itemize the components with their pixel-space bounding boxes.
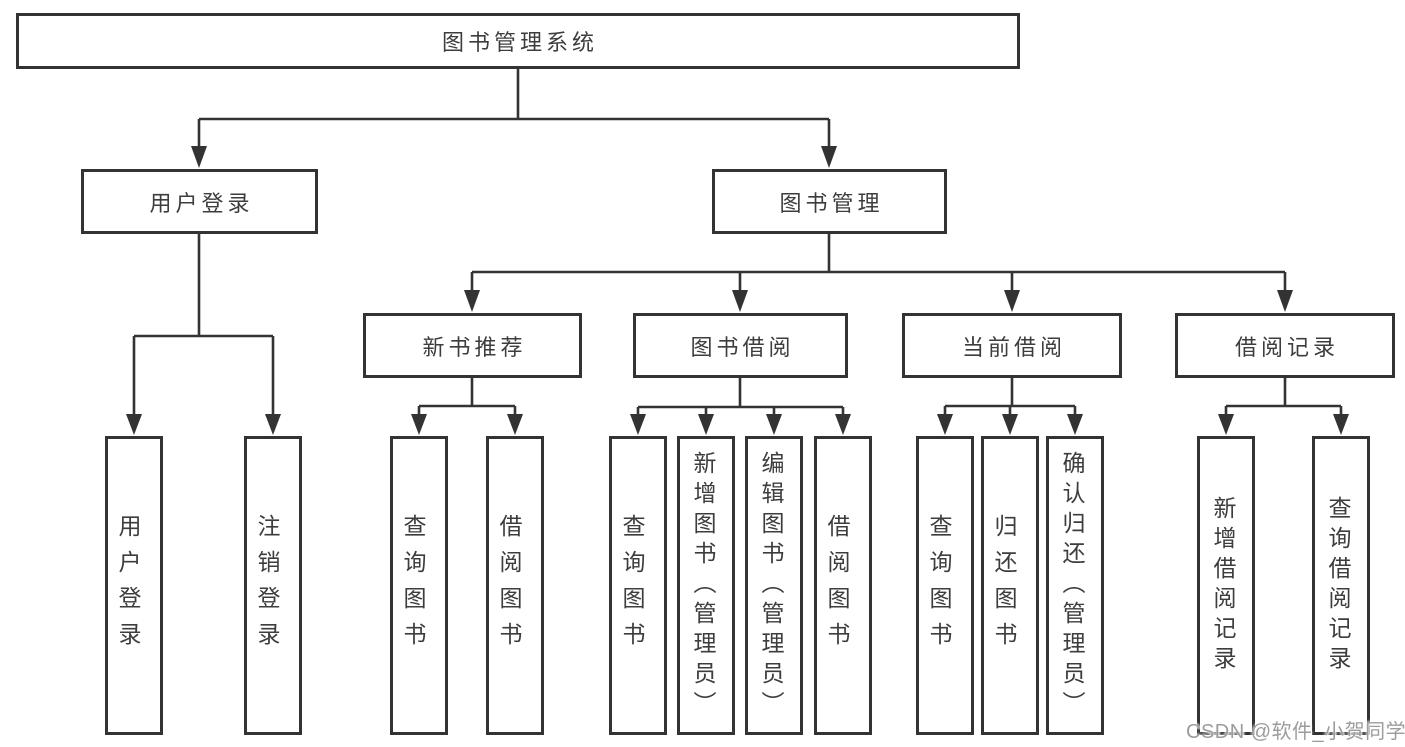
leaf-return-book: 归还图书	[981, 436, 1039, 735]
node-current-borrow: 当前借阅	[902, 313, 1122, 378]
leaf-borrow-book: 借阅图书	[814, 436, 872, 735]
leaf-query-book-recommend: 查询图书	[390, 436, 448, 735]
node-label: 新书推荐	[422, 334, 527, 360]
leaf-query-book-current: 查询图书	[916, 436, 974, 735]
leaf-query-borrow-record: 查询借阅记录	[1312, 436, 1370, 735]
leaf-label: 归还图书	[991, 513, 1017, 658]
node-label: 图书管理	[779, 190, 884, 216]
leaf-label: 借阅图书	[824, 513, 850, 658]
leaf-label: 注销登录	[254, 513, 280, 658]
node-book-management: 图书管理	[712, 169, 947, 234]
leaf-label: 查询图书	[619, 513, 645, 658]
node-label: 图书借阅	[690, 334, 795, 360]
leaf-label: 确认归还（管理员）	[1059, 450, 1085, 721]
node-label: 图书管理系统	[441, 30, 598, 55]
leaf-add-borrow-record: 新增借阅记录	[1197, 436, 1255, 735]
arrowheads	[126, 146, 1349, 435]
node-label: 当前借阅	[961, 334, 1066, 360]
leaf-label: 用户登录	[115, 513, 141, 658]
leaf-query-book-borrow: 查询图书	[609, 436, 667, 735]
leaf-confirm-return-admin: 确认归还（管理员）	[1046, 436, 1104, 735]
node-new-book-recommend: 新书推荐	[363, 313, 582, 378]
node-user-login: 用户登录	[81, 169, 318, 234]
leaf-label: 查询图书	[926, 513, 952, 658]
leaf-user-login: 用户登录	[105, 436, 163, 735]
node-label: 用户登录	[149, 190, 254, 216]
node-library-system: 图书管理系统	[16, 13, 1020, 69]
leaf-label: 编辑图书（管理员）	[758, 450, 784, 721]
leaf-label: 新增图书（管理员）	[690, 450, 716, 721]
node-book-borrow: 图书借阅	[633, 313, 848, 378]
leaf-edit-book-admin: 编辑图书（管理员）	[745, 436, 803, 735]
leaf-borrow-book-recommend: 借阅图书	[486, 436, 544, 735]
leaf-label: 查询借阅记录	[1325, 495, 1351, 676]
leaf-label: 查询图书	[400, 513, 426, 658]
csdn-watermark: CSDN @软件_小贺同学	[1186, 721, 1405, 743]
node-borrow-records: 借阅记录	[1175, 313, 1395, 378]
leaf-logout: 注销登录	[244, 436, 302, 735]
leaf-label: 新增借阅记录	[1210, 495, 1236, 676]
leaf-add-book-admin: 新增图书（管理员）	[677, 436, 735, 735]
leaf-label: 借阅图书	[496, 513, 522, 658]
node-label: 借阅记录	[1234, 334, 1339, 360]
